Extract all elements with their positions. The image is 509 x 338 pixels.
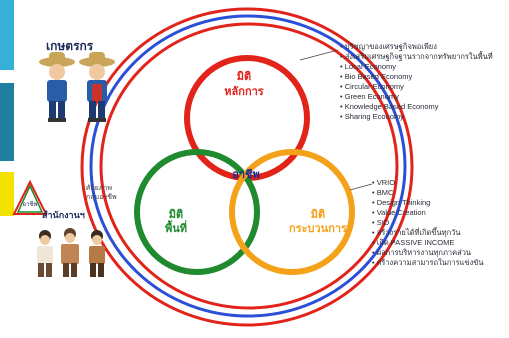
principles-item: • Sharing Economy	[340, 112, 404, 121]
triangle-icon: อาชีพ	[12, 179, 48, 215]
officers-illustration	[37, 228, 105, 277]
outer-ring-blue	[89, 14, 407, 318]
process-item: • สร้างความสามารถในการแข่งขัน	[372, 258, 484, 267]
triangle-label: อาชีพ	[23, 200, 38, 208]
connector-line-top	[299, 49, 339, 61]
principles-item: • Green Economy	[340, 92, 399, 101]
process-item: • สร้างรายได้ที่เกิดขึ้นทุกวัน	[372, 228, 461, 237]
center-title: อาชีพ	[232, 168, 260, 181]
process-item: • เกิด PASSIVE INCOME	[372, 238, 455, 247]
process-item: • VRIO	[372, 178, 396, 187]
decor-bar-teal	[0, 83, 14, 161]
process-item: • SID	[372, 218, 390, 227]
process-item: • Value Creation	[372, 208, 426, 217]
process-item: • BMC	[372, 188, 394, 197]
principles-title-2: หลักการ	[224, 85, 263, 98]
process-item: • Design Thinking	[372, 198, 431, 207]
area-title-1: มิติ	[169, 208, 183, 221]
officer-label: สำนักงานฯ	[42, 210, 85, 220]
connector-line-right	[349, 183, 373, 191]
decor-bar-cyan	[0, 0, 14, 70]
principles-list: • ปรัชญาของเศรษฐกิจพอเพียง• ส่งเสริมเศรษ…	[340, 42, 493, 122]
circle-area	[134, 149, 260, 275]
principles-item: • ส่งเสริมเศรษฐกิจฐานรากจากทรัพยากรในพื้…	[340, 52, 493, 61]
circle-process	[229, 149, 355, 275]
principles-item: • Bio Based Economy	[340, 72, 413, 81]
farmer-illustration	[39, 52, 115, 122]
principles-item: • Local Economy	[340, 62, 396, 71]
decor-bar-yellow	[0, 172, 14, 216]
process-title-2: กระบวนการ	[289, 223, 347, 235]
principles-item: • Circular Economy	[340, 82, 404, 91]
farmer-label: เกษตรกร	[46, 39, 94, 53]
outer-ring-red-1	[80, 7, 414, 327]
process-title-1: มิติ	[311, 208, 325, 221]
principles-item: • ปรัชญาของเศรษฐกิจพอเพียง	[340, 42, 437, 51]
left-note: ศักยภาพ กลุ่มอาชีพ	[86, 185, 117, 201]
principles-item: • Knowledge Based Economy	[340, 102, 439, 111]
process-list: • VRIO• BMC• Design Thinking• Value Crea…	[372, 178, 484, 268]
principles-title-1: มิติ	[237, 70, 251, 83]
area-title-2: พื้นที่	[165, 220, 187, 235]
outer-ring-red-2	[99, 22, 399, 310]
process-item: • ผลการบริหารงานทุกภาคส่วน	[372, 248, 472, 257]
